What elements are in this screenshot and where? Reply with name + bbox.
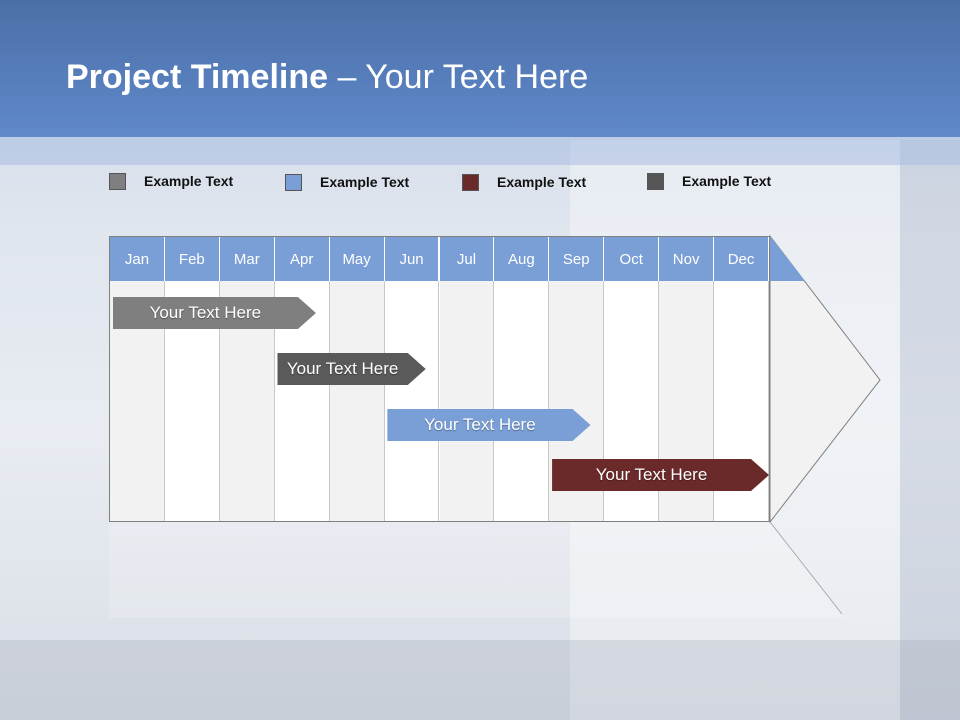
task-bar-label: Your Text Here	[149, 303, 262, 322]
header-band	[0, 137, 960, 165]
legend-item-3: Example Text	[462, 172, 586, 192]
legend-swatch-3	[462, 173, 479, 191]
month-header-mar: Mar	[219, 237, 275, 281]
month-column-aug	[494, 281, 550, 521]
month-header-sep: Sep	[549, 237, 605, 281]
month-header-jan: Jan	[110, 237, 165, 281]
task-bar-1[interactable]: Your Text Here	[113, 297, 316, 329]
title-rest: – Your Text Here	[328, 58, 589, 96]
task-bar-3[interactable]: Your Text Here	[387, 409, 590, 441]
task-bar-label: Your Text Here	[286, 359, 399, 378]
task-bar-4[interactable]: Your Text Here	[552, 459, 769, 491]
legend-swatch-2	[285, 173, 302, 191]
month-column-jul	[439, 281, 495, 521]
street	[0, 640, 960, 720]
legend-swatch-4	[647, 172, 664, 190]
slide-title: Project Timeline – Your Text Here	[66, 58, 588, 97]
building-edge	[900, 140, 960, 720]
slide-header	[0, 0, 960, 137]
month-header-feb: Feb	[164, 237, 220, 281]
legend-item-4: Example Text	[647, 171, 771, 191]
month-header-jun: Jun	[384, 237, 440, 281]
task-bar-label: Your Text Here	[424, 415, 536, 434]
task-bar-label: Your Text Here	[595, 465, 708, 484]
legend-swatch-1	[109, 172, 126, 190]
month-header-aug: Aug	[494, 237, 550, 281]
month-column-jun	[384, 281, 440, 521]
legend-label-2: Example Text	[320, 174, 410, 190]
month-header-may: May	[329, 237, 385, 281]
legend-item-2: Example Text	[285, 172, 409, 192]
legend-label-3: Example Text	[497, 174, 587, 190]
month-column-may	[329, 281, 385, 521]
task-bar-2[interactable]: Your Text Here	[277, 353, 425, 385]
title-bold: Project Timeline	[66, 58, 329, 96]
month-header-dec: Dec	[714, 237, 769, 281]
legend-item-1: Example Text	[109, 171, 233, 191]
month-header-oct: Oct	[604, 237, 660, 281]
month-header-apr: Apr	[274, 237, 330, 281]
legend-label-4: Example Text	[682, 173, 772, 189]
month-header-nov: Nov	[659, 237, 715, 281]
legend-label-1: Example Text	[144, 173, 234, 189]
month-header-jul: Jul	[439, 237, 495, 281]
